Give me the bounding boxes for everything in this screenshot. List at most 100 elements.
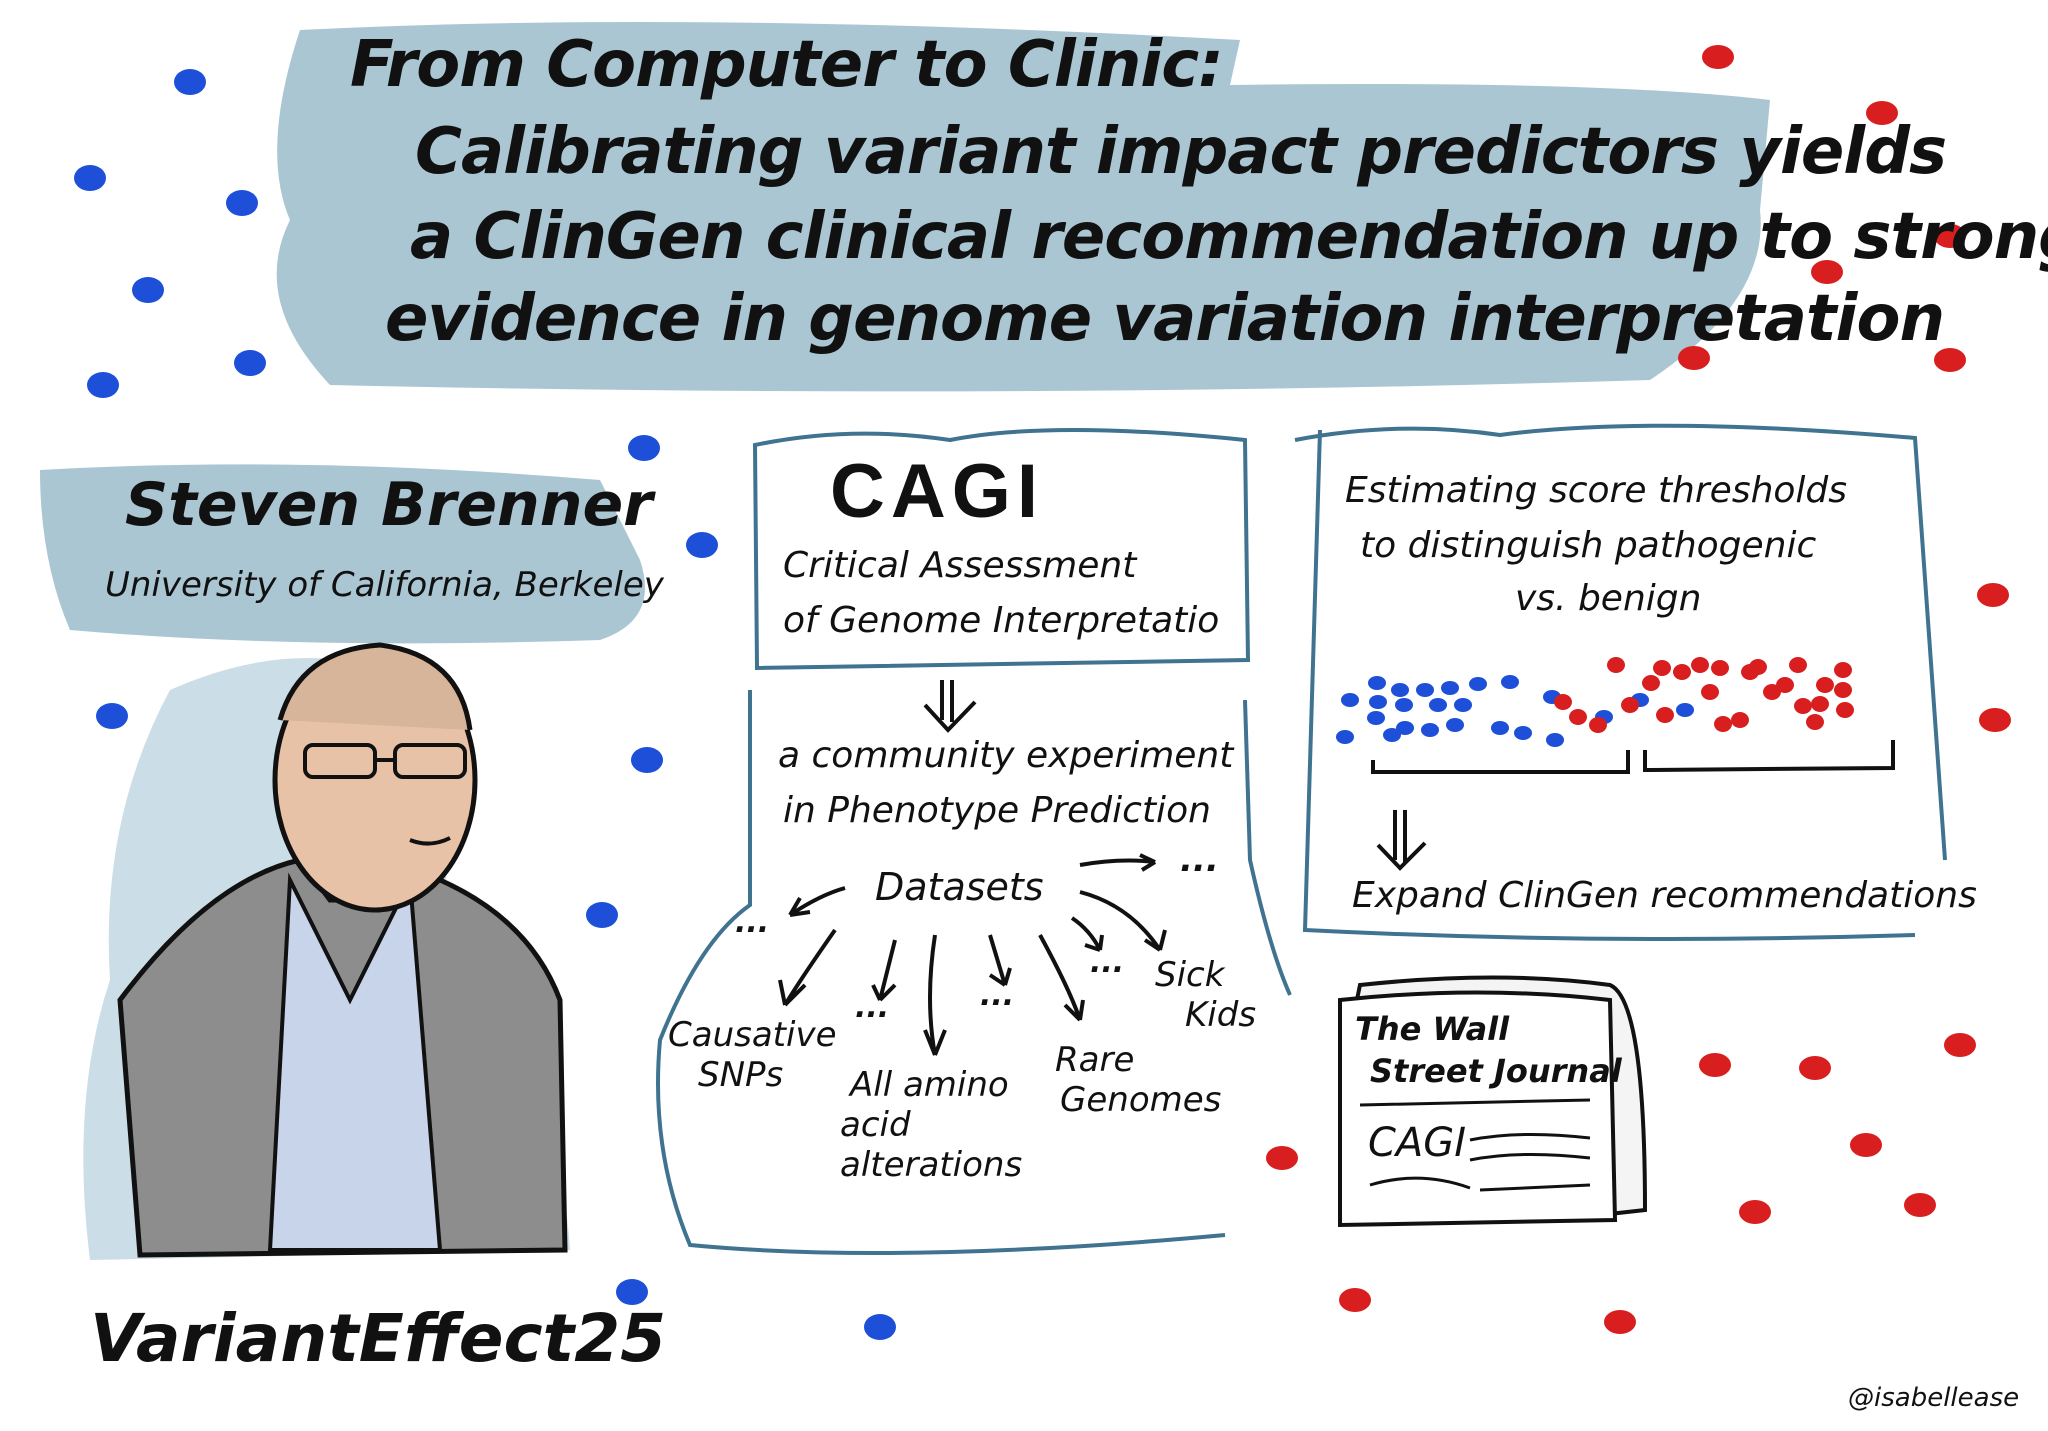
- speaker-affiliation: University of California, Berkeley: [105, 565, 664, 605]
- pathogenic-dot: [1607, 657, 1625, 673]
- blue-dot: [616, 1279, 648, 1305]
- newspaper-masthead-2: Street Journal: [1370, 1052, 1622, 1090]
- dataset-line: Sick: [1155, 955, 1225, 995]
- title-line-3: a ClinGen clinical recommendation up to …: [410, 200, 2048, 274]
- ellipsis: ...: [980, 978, 1015, 1013]
- datasets-box-border: [656, 690, 1292, 1255]
- blue-dot: [74, 165, 106, 191]
- blue-dot: [87, 372, 119, 398]
- cagi-expansion-1: Critical Assessment: [783, 545, 1137, 586]
- artist-credit: @isabellease: [1848, 1383, 2020, 1413]
- benign-dot: [1469, 677, 1487, 691]
- benign-dot: [1421, 723, 1439, 737]
- pathogenic-dot: [1589, 717, 1607, 733]
- thresholds-line-1: Estimating score thresholds: [1345, 470, 1848, 511]
- benign-dot: [1501, 675, 1519, 689]
- dataset-line: Genomes: [1060, 1080, 1222, 1120]
- blue-dot: [864, 1314, 896, 1340]
- red-dot: [1811, 260, 1843, 284]
- pathogenic-dot: [1714, 716, 1732, 732]
- speaker-banner: [40, 464, 645, 644]
- score-scatter-plot: [1336, 657, 1854, 747]
- benign-dot: [1676, 703, 1694, 717]
- benign-dot: [1395, 698, 1413, 712]
- red-dot: [1678, 346, 1710, 370]
- red-dot: [1866, 101, 1898, 125]
- benign-dot: [1367, 711, 1385, 725]
- pathogenic-dot: [1656, 707, 1674, 723]
- benign-dot: [1546, 733, 1564, 747]
- dataset-all-amino-acid-alterations: All amino acid alterations: [840, 1065, 1022, 1185]
- pathogenic-dot: [1731, 712, 1749, 728]
- blue-dot: [686, 532, 718, 558]
- thresholds-line-3: vs. benign: [1515, 578, 1702, 619]
- benign-dot: [1491, 721, 1509, 735]
- pathogenic-dot: [1711, 660, 1729, 676]
- cagi-acronym: CAGI: [830, 449, 1044, 534]
- blue-dot: [628, 435, 660, 461]
- benign-dot: [1383, 728, 1401, 742]
- blue-dot: [234, 350, 266, 376]
- benign-dot: [1429, 698, 1447, 712]
- newspaper-headline: CAGI: [1368, 1120, 1467, 1166]
- blue-dot: [586, 902, 618, 928]
- red-dot: [1604, 1310, 1636, 1334]
- title-banner: [276, 22, 1771, 392]
- benign-dot: [1368, 676, 1386, 690]
- dataset-line: alterations: [840, 1145, 1023, 1185]
- down-arrow-icon: [923, 680, 977, 733]
- speaker-portrait: [83, 642, 570, 1260]
- down-arrow-icon: [1376, 810, 1427, 871]
- benign-dot: [1396, 721, 1414, 735]
- ellipsis: ...: [855, 990, 890, 1025]
- blue-dot: [132, 277, 164, 303]
- ellipsis: ...: [1090, 945, 1125, 980]
- red-dot: [1850, 1133, 1882, 1157]
- confetti-dots: [74, 45, 2011, 1340]
- dataset-rare-genomes: Rare Genomes: [1055, 1040, 1221, 1120]
- red-dot: [1702, 45, 1734, 69]
- pathogenic-dot: [1836, 702, 1854, 718]
- pathogenic-dot: [1806, 714, 1824, 730]
- pathogenic-dot: [1789, 657, 1807, 673]
- pathogenic-dot: [1816, 677, 1834, 693]
- newspaper-icon: [1338, 975, 1648, 1228]
- pathogenic-dot: [1794, 698, 1812, 714]
- pathogenic-dot: [1741, 664, 1759, 680]
- pathogenic-dot: [1834, 662, 1852, 678]
- cagi-description-1: a community experiment: [778, 735, 1234, 776]
- red-dot: [1977, 583, 2009, 607]
- speaker-name: Steven Brenner: [125, 470, 653, 540]
- red-dot: [1904, 1193, 1936, 1217]
- red-dot: [1799, 1056, 1831, 1080]
- newspaper-masthead-1: The Wall: [1355, 1010, 1510, 1048]
- pathogenic-dot: [1673, 664, 1691, 680]
- pathogenic-dot: [1554, 694, 1572, 710]
- red-dot: [1979, 708, 2011, 732]
- pathogenic-dot: [1834, 682, 1852, 698]
- benign-dot: [1446, 718, 1464, 732]
- thresholds-line-2: to distinguish pathogenic: [1360, 525, 1817, 566]
- pathogenic-dot: [1642, 675, 1660, 691]
- red-dot: [1934, 348, 1966, 372]
- dataset-line: Kids: [1185, 995, 1257, 1035]
- dataset-line: Rare: [1055, 1040, 1135, 1080]
- pathogenic-dot: [1701, 684, 1719, 700]
- cagi-box-border: [752, 428, 1251, 671]
- dataset-line: All amino: [850, 1065, 1009, 1105]
- ellipsis: ...: [1180, 840, 1219, 880]
- threshold-brackets: [1371, 740, 1895, 774]
- title-line-1: From Computer to Clinic:: [350, 28, 1224, 102]
- dataset-causative-snps: Causative SNPs: [668, 1015, 837, 1095]
- blue-dot: [174, 69, 206, 95]
- event-name: VariantEffect25: [90, 1300, 667, 1377]
- pathogenic-dot: [1776, 677, 1794, 693]
- datasets-label: Datasets: [875, 865, 1044, 909]
- benign-dot: [1336, 730, 1354, 744]
- cagi-description-2: in Phenotype Prediction: [783, 790, 1211, 831]
- thresholds-box-border: [1294, 423, 1947, 941]
- dataset-arrows: [778, 853, 1167, 1056]
- pathogenic-dot: [1653, 660, 1671, 676]
- benign-dot: [1441, 681, 1459, 695]
